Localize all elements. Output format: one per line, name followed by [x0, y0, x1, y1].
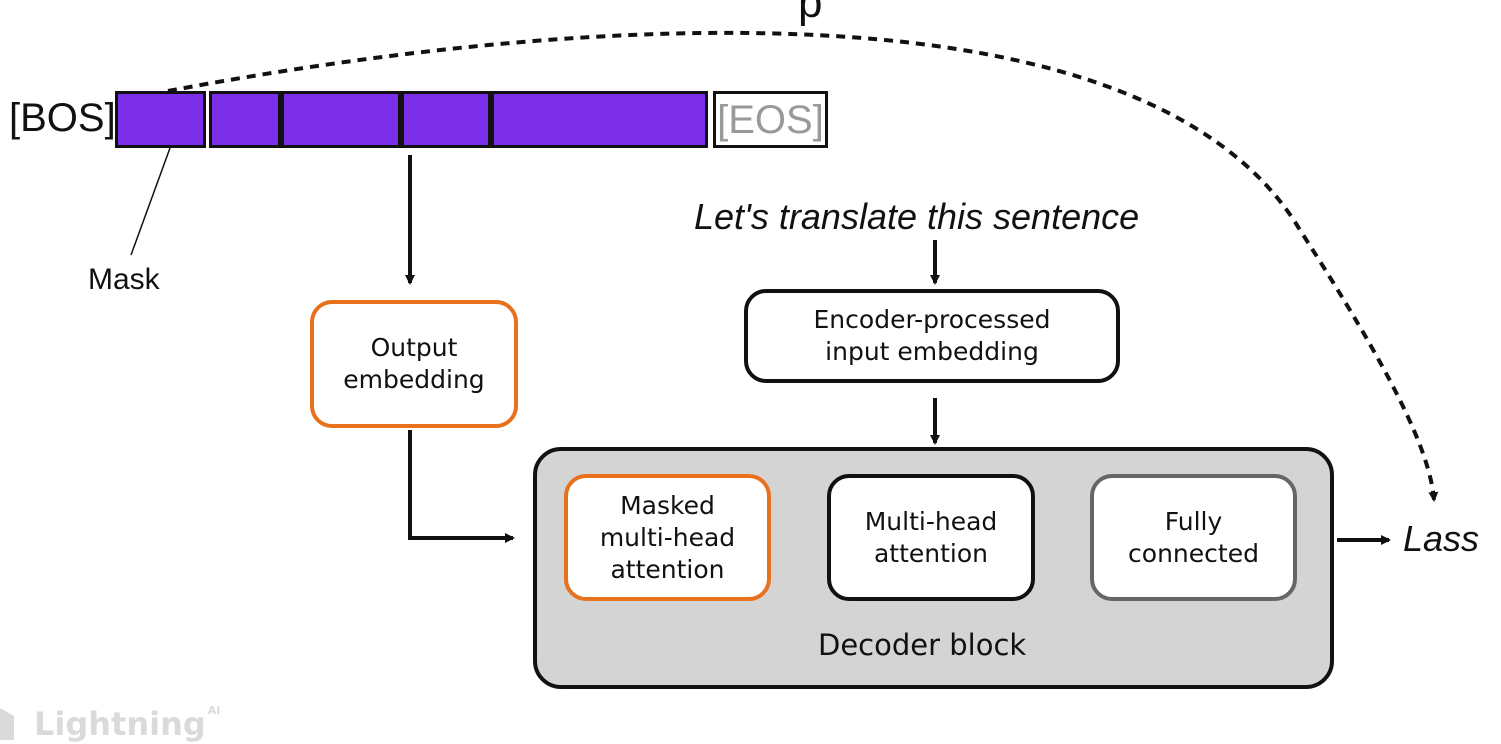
- eos-token: [EOS]: [713, 91, 828, 148]
- output-embedding-label: Output embedding: [343, 333, 485, 394]
- masked-attention-label: Masked multi-head attention: [599, 490, 736, 584]
- sequence-token: [491, 91, 708, 148]
- mask-label: Mask: [88, 263, 160, 296]
- loss-label: Lass: [1403, 518, 1480, 559]
- sequence-token: [401, 91, 491, 148]
- brand-superscript: AI: [207, 704, 221, 717]
- output-embedding-box: Output embedding: [310, 300, 518, 428]
- fully-connected-box: Fully connected: [1090, 474, 1297, 601]
- sequence-token: [115, 91, 206, 148]
- encoder-embedding-label: Encoder-processed input embedding: [813, 305, 1051, 366]
- header-title-fragment: p: [798, 0, 823, 27]
- lightning-logo: Lightning AI: [0, 704, 221, 743]
- loss-feedback-curve: [167, 30, 1439, 502]
- bos-token-label: [BOS]: [9, 96, 116, 140]
- embedding-to-decoder-arrow: [408, 430, 515, 543]
- encoder-embedding-box: Encoder-processed input embedding: [744, 289, 1120, 383]
- attention-label: Multi-head attention: [864, 506, 998, 568]
- lightning-bolt-icon: [0, 708, 14, 740]
- attention-box: Multi-head attention: [827, 474, 1035, 601]
- input-sentence: Let's translate this sentence: [694, 196, 1140, 237]
- sequence-token: [281, 91, 401, 148]
- masked-attention-box: Masked multi-head attention: [564, 474, 771, 601]
- mask-pointer-line: [130, 147, 171, 256]
- fully-connected-label: Fully connected: [1128, 506, 1259, 568]
- sequence-token: [209, 91, 281, 148]
- brand-name: Lightning: [34, 705, 206, 743]
- decoder-block-label: Decoder block: [818, 628, 1027, 662]
- eos-token-label: [EOS]: [717, 97, 824, 142]
